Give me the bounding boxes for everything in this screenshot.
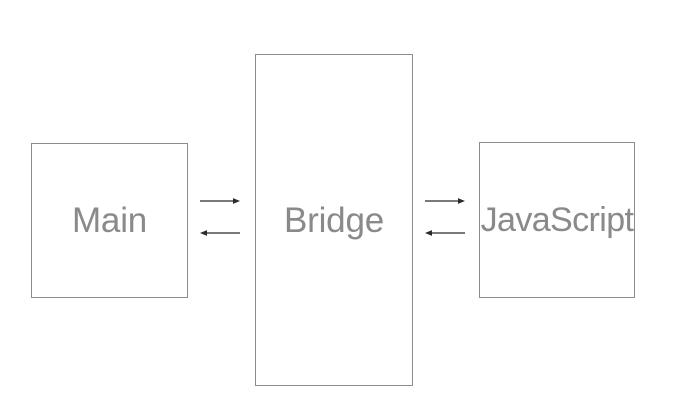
diagram-node-javascript-label: JavaScript: [480, 201, 634, 239]
diagram-edge-bridge-to-javascript[interactable]: [425, 195, 467, 207]
diagram-edge-main-to-bridge[interactable]: [200, 195, 242, 207]
diagram-node-main[interactable]: Main: [31, 143, 188, 298]
diagram-node-main-label: Main: [71, 201, 148, 240]
diagram-edge-bridge-to-main[interactable]: [198, 227, 242, 239]
diagram-node-javascript[interactable]: JavaScript: [479, 142, 635, 298]
diagram-node-bridge[interactable]: Bridge: [255, 54, 413, 386]
diagram-node-bridge-label: Bridge: [284, 200, 384, 240]
diagram-edge-javascript-to-bridge[interactable]: [423, 227, 467, 239]
